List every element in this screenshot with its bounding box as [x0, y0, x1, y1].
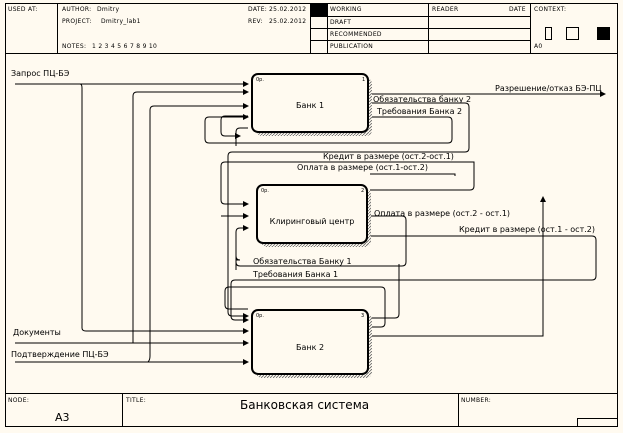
label-obligations-bank2: Обязательства банку 2 [373, 95, 471, 104]
box-bank1-number: 1 [362, 77, 365, 83]
label-permission: Разрешение/отказ БЭ-ПЦ [495, 84, 602, 93]
notes-value: 1 2 3 4 5 6 7 8 9 10 [92, 43, 158, 50]
label-payment-12: Оплата в размере (ост.1-ост.2) [297, 163, 428, 172]
box-clearing-number: 2 [361, 188, 364, 194]
number-label: NUMBER: [461, 397, 492, 404]
used-at-label: USED AT: [8, 6, 38, 13]
arrow-confirm-branch [147, 103, 249, 363]
label-payment-21: Оплата в размере (ост.2 - ост.1) [374, 209, 510, 218]
label-claims-bank1: Требования Банка 1 [252, 270, 338, 279]
context-box-3 [597, 27, 610, 40]
header-sep-1 [57, 3, 58, 53]
box-clearing-label: Клиринговый центр [270, 217, 355, 226]
footer-sep-2 [458, 393, 459, 427]
label-claims-bank2: Требования Банка 2 [376, 107, 462, 116]
status-row-line-1 [310, 16, 530, 17]
context-label: CONTEXT: [534, 6, 567, 13]
arrow-bank1-to-clearing [235, 127, 248, 146]
box-bank2-label: Банк 2 [296, 343, 324, 352]
arrow-obligations-bank2 [227, 102, 470, 319]
box-bank2[interactable]: 0р. 3 Банк 2 [251, 309, 372, 378]
status-row-line-2 [310, 28, 530, 29]
arrow-credit-21 [220, 161, 475, 207]
node-value: A3 [55, 411, 70, 424]
status-working: WORKING [330, 6, 362, 13]
arrow-obligations-bank1-b [224, 286, 386, 328]
label-credit-21: Кредит в размере (ост.2-ост.1) [323, 152, 454, 161]
label-request: Запрос ПЦ-БЭ [11, 69, 70, 78]
arrow-payment-12-b [220, 115, 248, 139]
footer-corner-box [577, 418, 618, 427]
box-clearing-cost: 0р. [261, 188, 269, 194]
date-label: DATE: [248, 6, 268, 13]
arrow-obligations-bank1 [370, 264, 400, 319]
context-box-1 [545, 27, 552, 40]
date-value: 25.02.2012 [269, 6, 307, 13]
status-draft: DRAFT [330, 19, 352, 26]
arrow-permission-from-bank2 [370, 196, 546, 337]
label-documents: Документы [13, 328, 61, 337]
label-credit-12: Кредит в размере (ост.1 - ост.2) [459, 225, 595, 234]
box-bank1[interactable]: 0р. 1 Банк 1 [251, 73, 372, 136]
footer-divider [5, 393, 618, 394]
arrow-claims-bank1 [235, 255, 241, 270]
project-label: PROJECT: [62, 18, 92, 25]
header-divider [5, 53, 618, 54]
label-confirmation: Подтверждение ПЦ-БЭ [11, 350, 109, 359]
title-label: TITLE: [126, 397, 147, 404]
arrow-credit-12 [230, 235, 597, 323]
box-bank1-cost: 0р. [256, 77, 264, 83]
diagram-title: Банковская система [240, 398, 370, 412]
arrow-claims-bank2 [204, 114, 453, 144]
label-obligations-bank1: Обязательства Банку 1 [253, 257, 352, 266]
status-recommended: RECOMMENDED [330, 31, 382, 38]
box-bank2-number: 3 [361, 313, 364, 319]
arrow-docs-branch [132, 89, 249, 343]
arrow-payment-12 [370, 173, 456, 176]
rev-label: REV: [248, 18, 263, 25]
arrow-payment-21 [235, 215, 407, 267]
footer-sep-1 [122, 393, 123, 427]
context-box-2 [566, 27, 579, 40]
status-row-line-3 [310, 40, 530, 41]
box-bank1-label: Банк 1 [296, 101, 324, 110]
working-status-marker [311, 4, 327, 16]
arrow-request-branch [79, 83, 249, 334]
status-publication: PUBLICATION [330, 43, 374, 50]
project-value: Dmitry_lab1 [101, 18, 141, 25]
reader-label: READER [432, 6, 459, 13]
box-bank2-cost: 0р. [256, 313, 264, 319]
notes-label: NOTES: [62, 43, 87, 50]
author-label: AUTHOR: [62, 6, 92, 13]
node-label: NODE: [8, 397, 30, 404]
box-clearing-center[interactable]: 0р. 2 Клиринговый центр [256, 184, 371, 247]
header-sep-5 [530, 3, 531, 53]
context-node: A0 [534, 43, 543, 50]
reader-date-label: DATE [509, 6, 526, 13]
rev-value: 25.02.2012 [269, 18, 307, 25]
author-value: Dmitry [97, 6, 120, 13]
